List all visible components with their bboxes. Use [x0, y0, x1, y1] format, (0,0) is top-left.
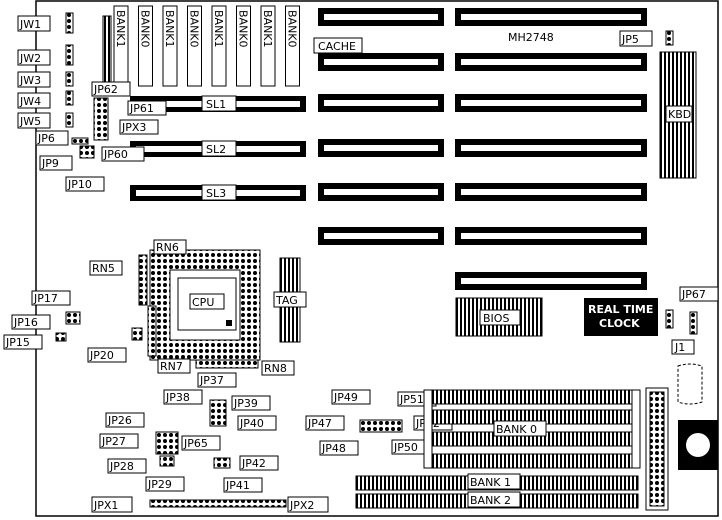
- svg-text:JW1: JW1: [19, 18, 41, 31]
- svg-text:JP10: JP10: [67, 178, 92, 191]
- jp5-jumper: [665, 30, 674, 46]
- jp50-label: JP50: [393, 441, 418, 454]
- rtc-label-2: CLOCK: [599, 317, 640, 330]
- jp41-label: JP41: [225, 479, 250, 492]
- cache-bank-chip: [236, 5, 251, 87]
- cache-bank-chip: [138, 5, 153, 87]
- jp5-label: JP5: [621, 33, 639, 46]
- jp17-label: JP17: [33, 292, 58, 305]
- jp29-label: JP29: [147, 478, 172, 491]
- cache-bank-label: BANK1: [261, 10, 274, 48]
- svg-text:JPX3: JPX3: [121, 121, 146, 134]
- svg-text:JP61: JP61: [129, 102, 154, 115]
- jp20-label: JP20: [89, 349, 114, 362]
- jp28-label: JP28: [109, 460, 134, 473]
- rn5-label: RN5: [92, 262, 115, 275]
- svg-text:JP6: JP6: [37, 132, 55, 145]
- jp51-label: JP51: [399, 393, 424, 406]
- tag-label: TAG: [275, 294, 298, 307]
- svg-text:JW5: JW5: [19, 115, 41, 128]
- kbd-label: KBD: [668, 108, 691, 121]
- svg-text:JW2: JW2: [19, 52, 41, 65]
- rtc-label-1: REAL TIME: [588, 303, 653, 316]
- jp49-label: JP49: [333, 391, 358, 404]
- jpx2-label: JPX2: [289, 499, 314, 512]
- svg-text:JP9: JP9: [41, 157, 59, 170]
- sl2-slot: SL2: [130, 140, 306, 157]
- jp48-label: JP48: [321, 442, 346, 455]
- cache-bank-label: BANK0: [139, 10, 152, 48]
- bios-label: BIOS: [483, 312, 509, 325]
- sl1-slot: SL1: [130, 95, 306, 112]
- svg-text:JW3: JW3: [19, 74, 41, 87]
- svg-text:SL1: SL1: [206, 98, 226, 111]
- cache-chip-strip: [102, 15, 112, 93]
- cache-bank-label: BANK0: [237, 10, 250, 48]
- cache-bank-chip: [285, 5, 300, 87]
- rn6-label: RN6: [156, 241, 179, 254]
- rtc-chip: [584, 298, 658, 336]
- cache-bank-label: BANK0: [188, 10, 201, 48]
- jp42-label: JP42: [241, 457, 266, 470]
- svg-text:SL2: SL2: [206, 143, 226, 156]
- svg-text:JP60: JP60: [103, 148, 128, 161]
- cache-bank-label: BANK0: [286, 10, 299, 48]
- jp37-label: JP37: [199, 374, 224, 387]
- expansion-slots: [318, 8, 647, 290]
- cache-bank-chip: [162, 5, 178, 87]
- bank1-label: BANK 1: [470, 476, 511, 489]
- rn7-label: RN7: [160, 360, 183, 373]
- board-model: MH2748: [508, 31, 554, 44]
- cache-bank-label: BANK1: [163, 10, 176, 48]
- svg-text:SL3: SL3: [206, 187, 226, 200]
- jp27-label: JP27: [101, 435, 126, 448]
- cpu-label: CPU: [192, 296, 214, 309]
- battery-outline: [677, 363, 703, 405]
- cache-bank-label: BANK1: [212, 10, 225, 48]
- rn8-label: RN8: [264, 362, 287, 375]
- jp16-label: JP16: [13, 316, 38, 329]
- jp15-label: JP15: [5, 336, 30, 349]
- jpx1-label: JPX1: [93, 499, 118, 512]
- cache-bank-chip: [260, 5, 276, 87]
- jp26-label: JP26: [107, 414, 132, 427]
- jp47-label: JP47: [307, 417, 332, 430]
- svg-text:JW4: JW4: [19, 95, 41, 108]
- svg-text:JP62: JP62: [93, 83, 118, 96]
- jp65-label: JP65: [183, 437, 208, 450]
- jp38-label: JP38: [165, 391, 190, 404]
- jp40-label: JP40: [239, 417, 264, 430]
- cache-label: CACHE: [318, 40, 356, 53]
- j1-label: J1: [674, 341, 685, 354]
- cache-bank-chip: [187, 5, 202, 87]
- jp-cluster-left: JP62 JP61 JPX3 JP6 JP60 JP9 JP10: [35, 81, 167, 192]
- cache-bank-label: BANK1: [114, 10, 127, 48]
- jp39-label: JP39: [233, 397, 258, 410]
- simm-bank0: [423, 389, 641, 469]
- sl3-slot: SL3: [130, 184, 306, 201]
- cache-bank-group: BANK1 BANK0 BANK1 BANK0 BANK1 BANK0 BANK1 BANK0: [113, 5, 300, 87]
- bank2-label: BANK 2: [470, 494, 511, 507]
- bank0-label: BANK 0: [496, 423, 537, 436]
- cache-bank-chip: [211, 5, 227, 87]
- jw-jumpers: JW1 JW2 JW3 JW4 JW5: [17, 12, 74, 129]
- jp67-label: JP67: [681, 288, 706, 301]
